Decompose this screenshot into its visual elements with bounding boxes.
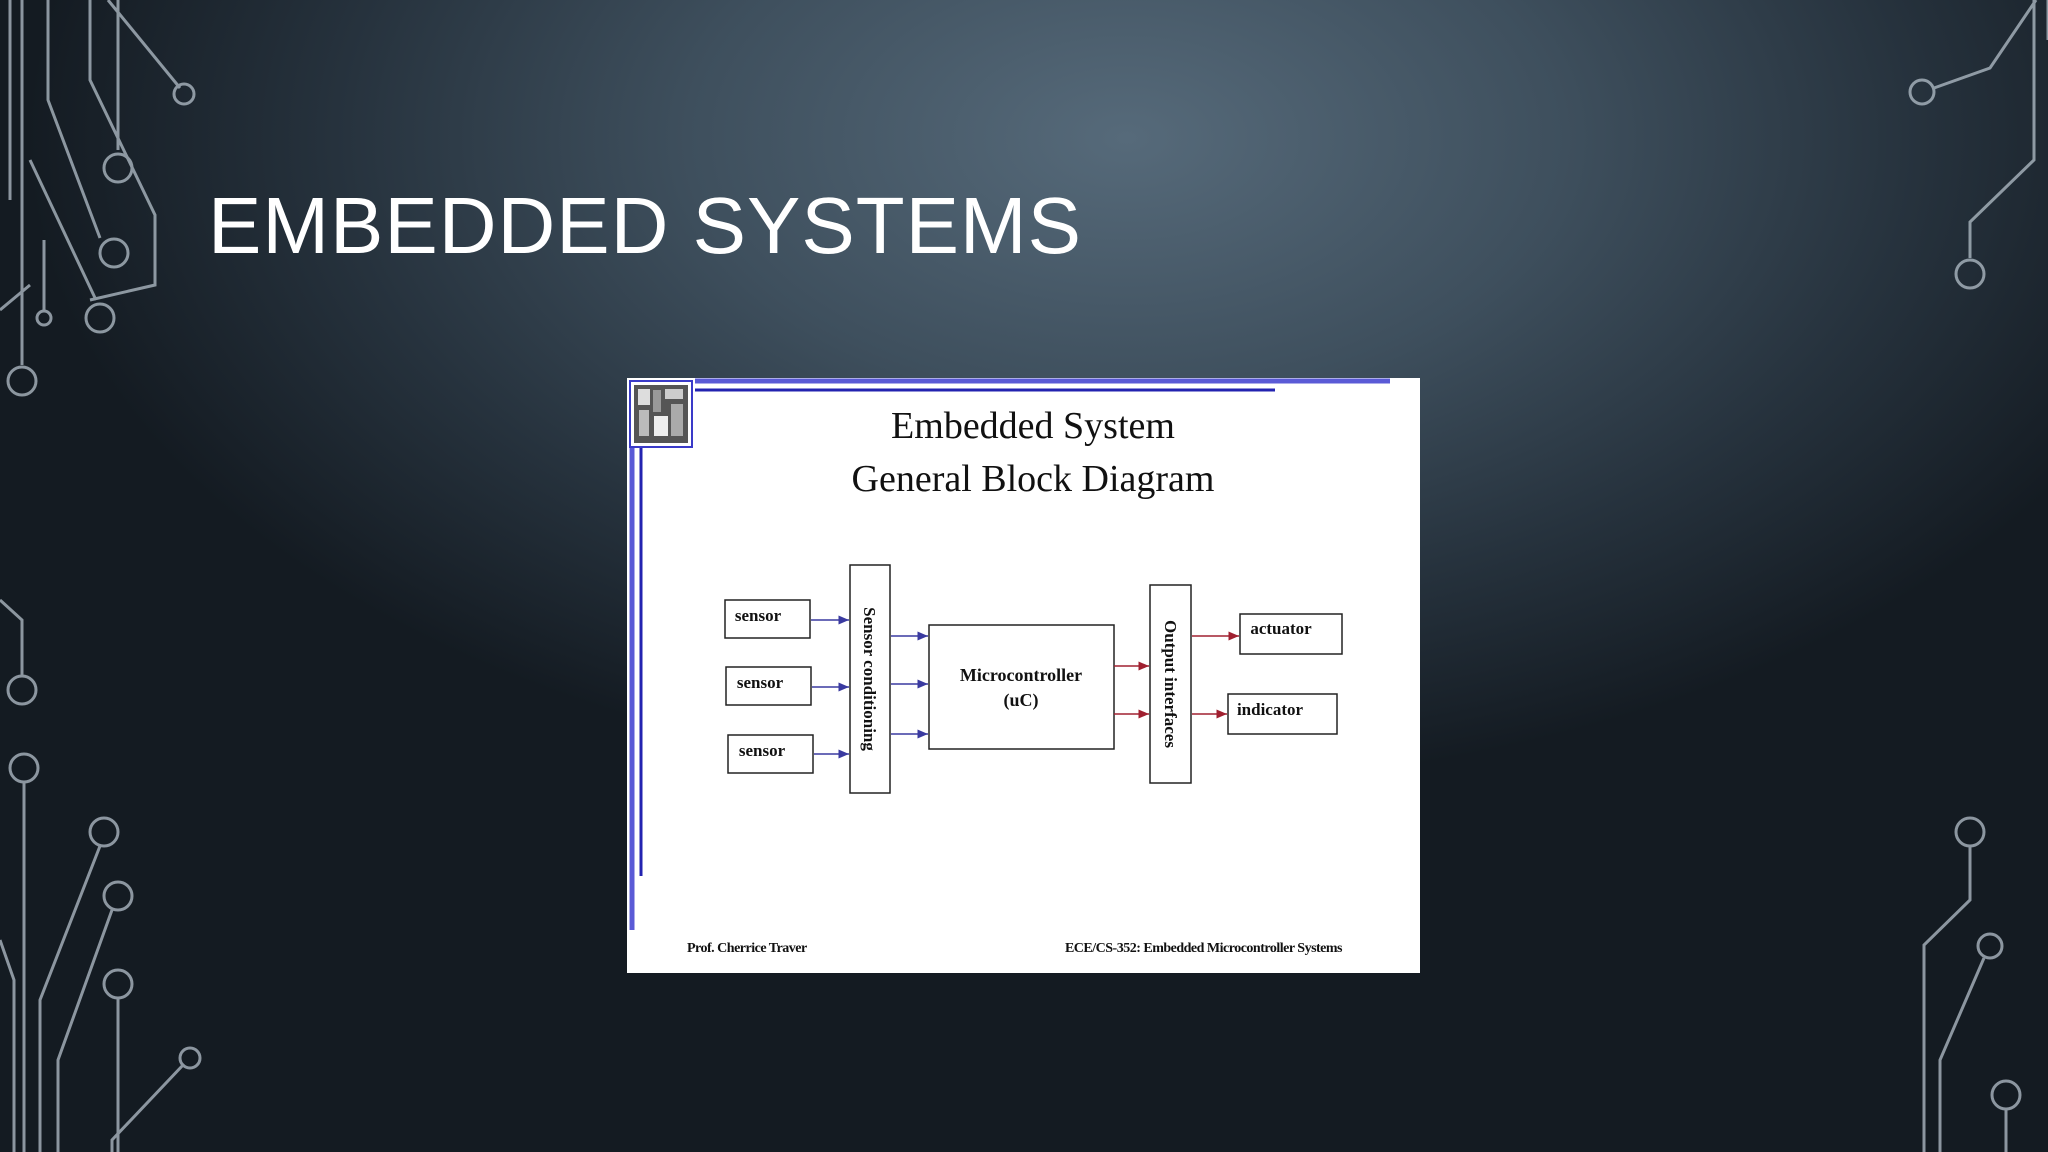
sensor-label-3: sensor xyxy=(739,741,786,760)
block-diagram: Embedded System General Block Diagram se… xyxy=(629,378,1390,956)
sensor-box-1: sensor xyxy=(724,599,811,639)
microcontroller-label-line1: Microcontroller xyxy=(960,665,1082,685)
sensor-box-2: sensor xyxy=(725,666,812,706)
slide-title: EMBEDDED SYSTEMS xyxy=(208,181,1082,270)
actuator-label: actuator xyxy=(1250,619,1312,638)
frame-decoration xyxy=(629,378,1390,930)
output-interfaces-label: Output interfaces xyxy=(1161,620,1180,748)
microcontroller-box: Microcontroller (uC) xyxy=(928,624,1115,750)
sensor-conditioning-box: Sensor conditioning xyxy=(849,564,891,794)
diagram-title-line2: General Block Diagram xyxy=(852,458,1215,500)
footer-author: Prof. Cherrice Traver xyxy=(687,941,807,956)
output-interfaces-box: Output interfaces xyxy=(1149,584,1192,784)
chip-logo xyxy=(629,380,693,448)
sensor-conditioning-label: Sensor conditioning xyxy=(860,607,879,751)
footer-course: ECE/CS-352: Embedded Microcontroller Sys… xyxy=(1065,941,1343,956)
indicator-box: indicator xyxy=(1227,693,1338,735)
sensor-label-1: sensor xyxy=(735,606,782,625)
diagram-title-line1: Embedded System xyxy=(891,405,1175,447)
sensor-box-3: sensor xyxy=(727,734,814,774)
microcontroller-label-line2: (uC) xyxy=(1004,690,1039,711)
actuator-box: actuator xyxy=(1239,613,1343,655)
indicator-label: indicator xyxy=(1237,700,1304,719)
sensor-label-2: sensor xyxy=(737,673,784,692)
block-diagram-figure: Embedded System General Block Diagram se… xyxy=(627,378,1420,973)
